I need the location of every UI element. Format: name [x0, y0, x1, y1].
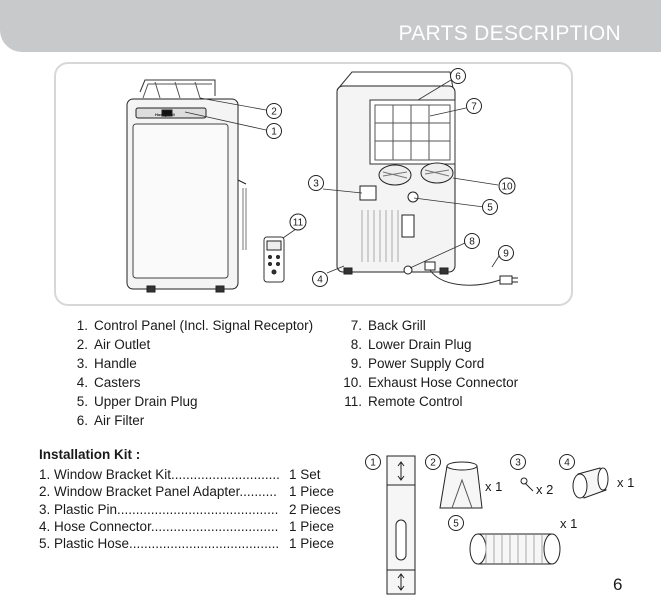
hose-connector-illustration [572, 467, 609, 499]
kit-qty-hose-connector: x 1 [617, 475, 634, 490]
svg-text:11: 11 [293, 218, 304, 229]
parts-list-right: 7.Back Grill 8.Lower Drain Plug 9.Power … [340, 316, 518, 411]
kit-callouts: 1 2 3 4 5 [365, 454, 575, 531]
kit-callout-2: 2 [425, 454, 441, 470]
plastic-pin-illustration [520, 477, 534, 492]
callout-4: 4 [312, 271, 328, 287]
installation-kit-title: Installation Kit : [39, 447, 141, 462]
list-item: 8.Lower Drain Plug [350, 337, 472, 352]
list-item: 11.Remote Control [344, 394, 463, 409]
list-item: 5. Plastic Hose.........................… [39, 536, 335, 552]
back-unit-illustration [336, 71, 518, 286]
kit-qty-plastic-pin: x 2 [536, 482, 553, 497]
parts-list-left: 1.Control Panel (Incl. Signal Receptor) … [74, 316, 313, 430]
kit-qty-panel-adapter: x 1 [485, 479, 502, 494]
kit-callout-1: 1 [365, 454, 381, 470]
kit-callout-5: 5 [448, 515, 464, 531]
svg-text:3: 3 [515, 458, 521, 469]
list-item: 4. Hose Connector.......................… [39, 518, 335, 534]
brand-logo: Honeywell [155, 112, 175, 117]
window-bracket-illustration [386, 455, 416, 595]
svg-text:1: 1 [271, 127, 277, 138]
list-item: 3. Plastic Pin..........................… [39, 501, 341, 517]
page-title: PARTS DESCRIPTION [398, 22, 621, 45]
list-item: 10.Exhaust Hose Connector [343, 375, 519, 390]
header-band: PARTS DESCRIPTION [0, 0, 661, 52]
plastic-hose-illustration [469, 533, 561, 565]
kit-callout-3: 3 [510, 454, 526, 470]
panel-adapter-illustration [439, 461, 483, 509]
list-item: 5.Upper Drain Plug [76, 394, 198, 409]
callout-9: 9 [498, 245, 514, 261]
list-item: 2. Window Bracket Panel Adapter.........… [39, 484, 335, 500]
callout-11: 11 [289, 213, 307, 231]
list-item: 7.Back Grill [350, 318, 426, 333]
list-item: 4.Casters [76, 375, 141, 390]
list-item: 9.Power Supply Cord [350, 356, 485, 371]
svg-text:5: 5 [487, 203, 493, 214]
callout-5: 5 [482, 199, 498, 215]
svg-text:7: 7 [471, 102, 477, 113]
svg-text:10: 10 [501, 182, 513, 193]
installation-kit-list: 1. Window Bracket Kit...................… [39, 466, 341, 552]
diagram-callouts: 1 2 3 4 5 6 7 8 9 10 11 [266, 68, 516, 287]
callout-7: 7 [466, 98, 482, 114]
kit-qty-plastic-hose: x 1 [560, 516, 577, 531]
list-item: 3.Handle [76, 356, 137, 371]
svg-text:2: 2 [430, 458, 436, 469]
list-item: 6.Air Filter [76, 413, 145, 428]
list-item: 1. Window Bracket Kit...................… [39, 467, 321, 482]
svg-text:3: 3 [313, 179, 319, 190]
callout-2: 2 [266, 103, 282, 119]
callout-10: 10 [498, 177, 516, 195]
callout-1: 1 [266, 123, 282, 139]
callout-3: 3 [308, 175, 324, 191]
callout-8: 8 [464, 233, 480, 249]
svg-text:9: 9 [503, 249, 509, 260]
svg-text:8: 8 [469, 237, 475, 248]
svg-text:5: 5 [453, 519, 459, 530]
list-item: 1.Control Panel (Incl. Signal Receptor) [76, 318, 314, 333]
svg-text:2: 2 [271, 107, 277, 118]
kit-illustrations [386, 455, 609, 595]
kit-callout-4: 4 [559, 454, 575, 470]
callout-leaders [184, 79, 500, 274]
svg-text:1: 1 [370, 458, 376, 469]
page-number: 6 [613, 575, 623, 594]
svg-text:4: 4 [317, 275, 323, 286]
svg-text:6: 6 [455, 72, 461, 83]
front-unit-illustration [126, 79, 247, 293]
list-item: 2.Air Outlet [76, 337, 151, 352]
callout-6: 6 [450, 68, 466, 84]
svg-text:4: 4 [564, 458, 570, 469]
remote-control-illustration [263, 236, 285, 283]
